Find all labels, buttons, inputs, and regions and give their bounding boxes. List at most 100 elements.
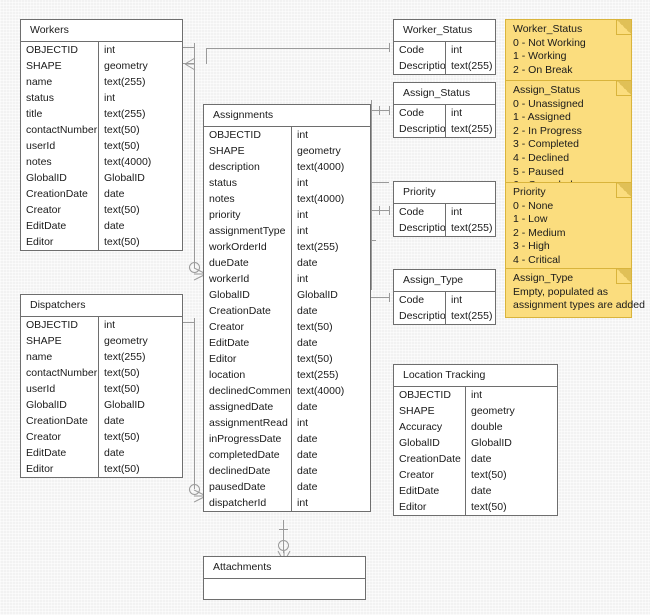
field-name: name <box>21 349 99 365</box>
field-name: assignedDate <box>204 399 292 415</box>
table-assign-status[interactable]: Assign_Status CodeintDescriptiontext(255… <box>393 82 496 138</box>
connector-bus-workers-objectid <box>194 47 195 268</box>
field-type: text(255) <box>104 76 146 88</box>
field-type: text(4000) <box>297 161 345 173</box>
field-name: Accuracy <box>394 419 466 435</box>
field-type: int <box>451 294 463 306</box>
table-row: description text(4000) <box>204 159 370 175</box>
note-line: 3 - Completed <box>513 138 579 151</box>
field-type: text(50) <box>104 367 140 379</box>
table-priority[interactable]: Priority CodeintDescriptiontext(255) <box>393 181 496 237</box>
field-name: Description <box>394 121 446 137</box>
connector-tick-assign-status-2 <box>379 106 380 115</box>
field-name: pausedDate <box>204 479 292 495</box>
field-name: declinedComment <box>204 383 292 399</box>
note-line: 0 - Not Working <box>513 36 586 49</box>
field-name: workerId <box>204 271 292 287</box>
field-name: OBJECTID <box>204 127 292 143</box>
field-type: text(255) <box>451 123 493 135</box>
table-worker-status[interactable]: Worker_Status CodeintDescriptiontext(255… <box>393 19 496 75</box>
table-assign-type[interactable]: Assign_Type CodeintDescriptiontext(255) <box>393 269 496 325</box>
table-rows-worker-status: CodeintDescriptiontext(255) <box>394 42 495 74</box>
field-name: EditDate <box>21 218 99 234</box>
field-name: CreationDate <box>394 451 466 467</box>
connector-attachments-line <box>283 520 284 553</box>
table-row: CreationDate date <box>394 451 557 467</box>
field-name: EditDate <box>204 335 292 351</box>
field-name: dueDate <box>204 255 292 271</box>
table-title-assignments: Assignments <box>204 105 370 127</box>
table-row: dueDate date <box>204 255 370 271</box>
field-name: SHAPE <box>21 333 99 349</box>
note-line: 2 - Medium <box>513 226 566 239</box>
field-type: int <box>451 107 463 119</box>
field-name: Code <box>394 105 446 121</box>
field-name: inProgressDate <box>204 431 292 447</box>
field-name: SHAPE <box>394 403 466 419</box>
table-rows-priority: CodeintDescriptiontext(255) <box>394 204 495 236</box>
field-name: Code <box>394 292 446 308</box>
field-name: dispatcherId <box>204 495 292 511</box>
field-name: userId <box>21 381 99 397</box>
table-attachments[interactable]: Attachments <box>203 556 366 600</box>
field-name: EditDate <box>21 445 99 461</box>
note-title: Assign_Status <box>513 84 581 96</box>
connector-zero-many-workerid <box>189 262 200 273</box>
field-type: date <box>297 401 318 413</box>
field-name: GlobalID <box>21 170 99 186</box>
field-name: Editor <box>204 351 292 367</box>
note-fold-icon <box>616 20 631 35</box>
field-name: description <box>204 159 292 175</box>
field-type: date <box>297 257 318 269</box>
table-title-assign-status: Assign_Status <box>394 83 495 105</box>
connector-bus-dispatchers <box>194 322 195 489</box>
field-type: date <box>471 453 492 465</box>
field-name: userId <box>21 138 99 154</box>
field-name: completedDate <box>204 447 292 463</box>
field-name: Editor <box>21 234 99 250</box>
field-name: Description <box>394 58 446 74</box>
note-line: 0 - Unassigned <box>513 97 584 110</box>
table-title-dispatchers: Dispatchers <box>21 295 182 317</box>
field-name: location <box>204 367 292 383</box>
connector-tick-priority <box>379 206 380 215</box>
note-fold-icon <box>616 269 631 284</box>
field-type: int <box>297 417 309 429</box>
note-title: Worker_Status <box>513 23 583 35</box>
table-row: Description text(255) <box>394 121 495 137</box>
field-name: notes <box>204 191 292 207</box>
note-line: 5 - Paused <box>513 165 564 178</box>
field-name: Creator <box>21 429 99 445</box>
